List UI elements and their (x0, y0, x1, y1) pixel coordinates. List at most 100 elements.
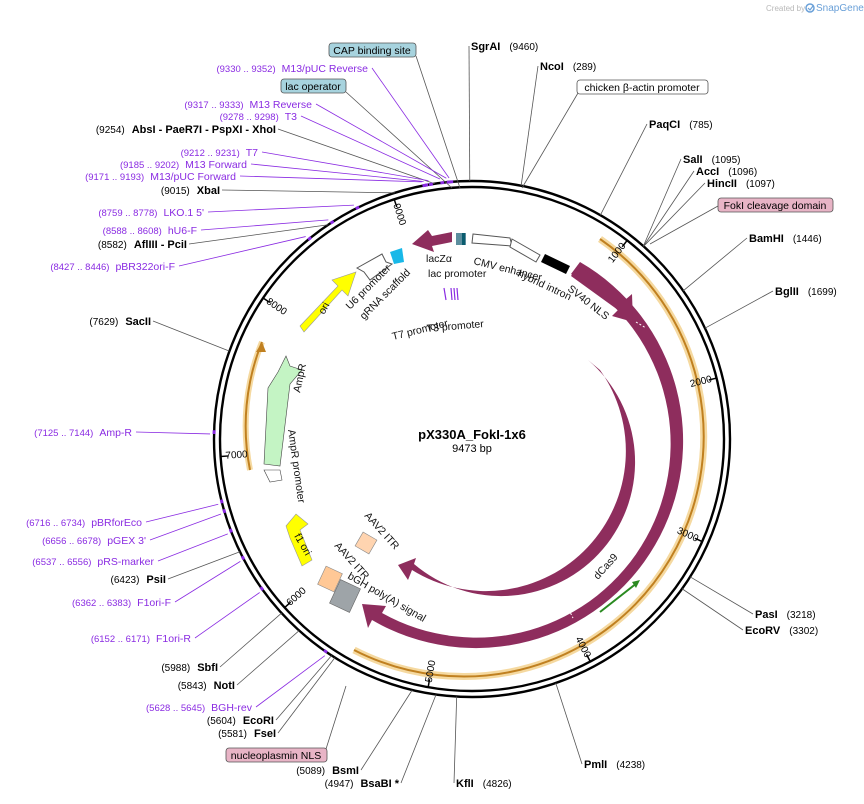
svg-text:CAP binding site: CAP binding site (333, 45, 411, 57)
primer-leader-line (300, 115, 441, 180)
primer-mark (422, 183, 427, 188)
primer-pgex-3-[interactable]: pGEX 3'(6656 .. 6678) (42, 508, 227, 547)
enzyme-ecori[interactable]: EcoRI(5604) (207, 655, 332, 727)
enzyme-leader-line (453, 696, 458, 784)
enzyme-ecorv[interactable]: EcoRV(3302) (681, 588, 818, 637)
tick-2000 (708, 377, 717, 381)
primer-prs-marker[interactable]: pRS-marker(6537 .. 6556) (32, 528, 233, 568)
enzyme-fsei[interactable]: FseI(5581) (218, 657, 336, 740)
enzyme-kfli[interactable]: KflI(4826) (453, 696, 512, 790)
primer-mark (219, 499, 224, 504)
primer-range: (6716 .. 6734) (26, 518, 85, 529)
enzyme-position: (9254) (96, 125, 125, 136)
primer-m13-reverse[interactable]: M13 Reverse(9317 .. 9333) (184, 99, 451, 184)
enzyme-position: (1096) (728, 167, 757, 178)
tick-label: 2000 (689, 374, 714, 390)
enzyme-bsabi[interactable]: BsaBI *(4947) (325, 694, 437, 790)
enzyme-bglii[interactable]: BglII(1699) (704, 286, 837, 329)
enzyme-leader-line (642, 158, 682, 247)
enzyme-sgrai[interactable]: SgrAI(9460) (468, 41, 538, 182)
enzyme-afliii[interactable]: AflIII - PciI(8582) (98, 224, 329, 251)
primer-f1ori-f[interactable]: F1ori-F(6362 .. 6383) (72, 555, 246, 609)
aav2-itr-outer-shape (317, 565, 343, 593)
primer-range: (8588 .. 8608) (103, 226, 162, 237)
primer-range: (6537 .. 6556) (32, 557, 91, 568)
enzyme-name: AflIII - PciI (134, 239, 187, 251)
enzyme-position: (1095) (712, 155, 741, 166)
enzyme-leader-line (219, 612, 282, 668)
enzyme-xbai[interactable]: XbaI(9015) (161, 185, 395, 197)
lac-operator-mark (462, 233, 465, 245)
primer-mark (240, 555, 246, 561)
primer-t7[interactable]: T7(9212 .. 9231) (181, 147, 434, 187)
enzyme-absi[interactable]: AbsI - PaeR7I - PspXI - XhoI(9254) (96, 124, 435, 185)
enzyme-leader-line (275, 655, 332, 721)
primer-t3[interactable]: T3(9278 .. 9298) (220, 111, 445, 185)
primer-pbr322ori-f[interactable]: pBR322ori-F(8427 .. 8446) (50, 236, 313, 273)
enzyme-leader-line (277, 128, 435, 185)
tick-4000 (585, 654, 591, 662)
enzyme-name: SalI (683, 154, 703, 166)
enzyme-position: (289) (573, 62, 596, 73)
tick-label: 6000 (285, 585, 309, 608)
tick-8000 (262, 297, 271, 304)
enzyme-name: HincII (707, 178, 737, 190)
enzyme-paqci[interactable]: PaqCI(785) (599, 119, 713, 216)
enzyme-leader-line (360, 689, 413, 771)
enzyme-acci[interactable]: AccI (1096) (643, 166, 757, 247)
primer-m13-puc-forward[interactable]: M13/pUC Forward(9171 .. 9193) (85, 171, 427, 188)
primer-range: (6152 .. 6171) (91, 634, 150, 645)
primer-leader-line (255, 655, 326, 708)
enzyme-sali[interactable]: SalI (1095) (642, 154, 741, 247)
sv40-junction (635, 321, 647, 329)
primer-m13-puc-reverse[interactable]: M13/pUC Reverse(9330 .. 9352) (216, 63, 454, 184)
primer-lko-1-5-[interactable]: LKO.1 5'(8759 .. 8778) (98, 204, 360, 219)
f1-ori-arrow (285, 513, 313, 567)
enzyme-name: PaqCI (649, 119, 680, 131)
t7-t3-marks (443, 287, 459, 301)
backbone (212, 179, 732, 699)
enzyme-bamhi[interactable]: BamHI(1446) (682, 233, 822, 292)
primer-name: F1ori-R (156, 633, 191, 645)
enzyme-pmli[interactable]: PmlI(4238) (555, 682, 645, 771)
enzyme-leader-line (689, 576, 754, 615)
primer-mark (222, 508, 227, 514)
enzyme-hincii[interactable]: HincII(1097) (643, 178, 775, 247)
primer-hu6-f[interactable]: hU6-F(8588 .. 8608) (103, 219, 335, 237)
primer-leader-line (174, 561, 241, 603)
enzyme-ncoi[interactable]: NcoI(289) (520, 61, 596, 186)
enzyme-leader-line (643, 170, 695, 247)
enzyme-bsmi[interactable]: BsmI(5089) (296, 689, 413, 777)
feature-label-lacz: lacZα (426, 253, 452, 265)
enzyme-leader-line (277, 657, 336, 734)
primer-name: M13/pUC Reverse (282, 63, 369, 75)
enzyme-sacii[interactable]: SacII(7629) (89, 316, 230, 352)
enzyme-leader-line (643, 182, 706, 247)
enzyme-name: AccI (696, 166, 719, 178)
enzyme-position: (4947) (325, 779, 354, 790)
tick-6000 (284, 601, 292, 609)
svg-text:chicken β-actin promoter: chicken β-actin promoter (584, 82, 700, 94)
enzyme-position: (5988) (161, 663, 190, 674)
primer-f1ori-r[interactable]: F1ori-R (6152 .. 6171) (91, 586, 265, 645)
enzyme-sbfi[interactable]: SbfI(5988) (161, 612, 282, 674)
tick-label: 7000 (225, 449, 248, 462)
primer-pbrforeco[interactable]: pBRforEco(6716 .. 6734) (26, 499, 224, 529)
enzyme-leader-line (599, 123, 648, 216)
enzyme-noti[interactable]: NotI(5843) (178, 630, 300, 692)
backbone-inner-strand (218, 185, 726, 693)
enzyme-name: PsiI (146, 574, 166, 586)
enzyme-position: (9015) (161, 186, 190, 197)
snapgene-icon (805, 3, 815, 13)
primer-amp-r[interactable]: Amp-R(7125 .. 7144) (34, 427, 216, 439)
svg-text:lac operator: lac operator (285, 81, 341, 93)
enzyme-pasi[interactable]: PasI(3218) (689, 576, 816, 621)
sv40-black-segment (541, 254, 570, 274)
primer-m13-forward[interactable]: M13 Forward(9185 .. 9202) (120, 159, 429, 187)
tick-label: 5000 (424, 659, 439, 683)
primer-bgh-rev[interactable]: BGH-rev(5628 .. 5645) (146, 649, 328, 714)
plasmid-size: 9473 bp (452, 443, 492, 455)
enzyme-name: BsmI (332, 765, 359, 777)
enzyme-psii[interactable]: PsiI(6423) (111, 551, 241, 586)
primer-leader-line (315, 103, 447, 179)
